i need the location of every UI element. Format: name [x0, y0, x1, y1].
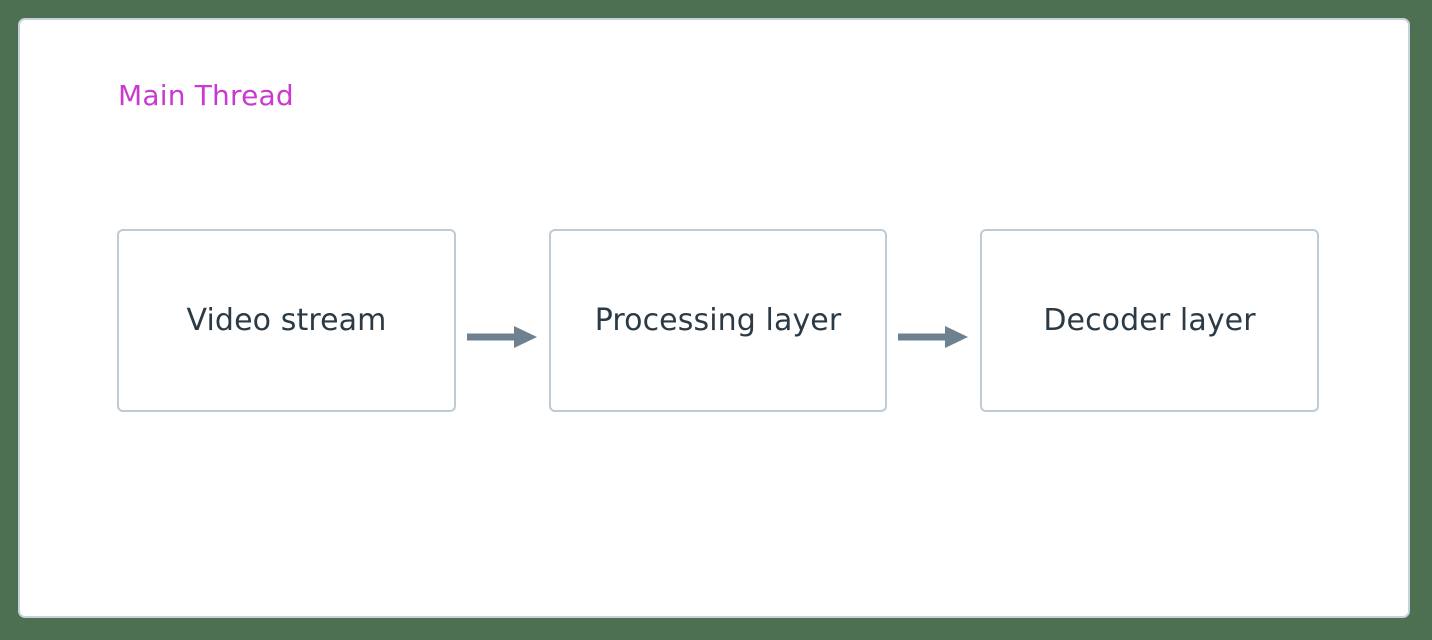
main-thread-panel: Main Thread Video stream Processing laye… — [18, 18, 1410, 618]
node-label: Decoder layer — [1043, 302, 1256, 338]
edge-arrow-video-to-processing — [467, 324, 539, 350]
edge-arrow-processing-to-decoder — [898, 324, 970, 350]
arrow-right-icon — [898, 326, 968, 348]
node-decoder-layer[interactable]: Decoder layer — [980, 229, 1319, 412]
arrow-right-icon — [467, 326, 537, 348]
node-video-stream[interactable]: Video stream — [117, 229, 456, 412]
panel-title: Main Thread — [118, 79, 294, 112]
flow-row: Video stream Processing layer Decoder la… — [117, 229, 1319, 412]
node-processing-layer[interactable]: Processing layer — [549, 229, 887, 412]
node-label: Video stream — [186, 302, 387, 338]
node-label: Processing layer — [594, 302, 842, 338]
